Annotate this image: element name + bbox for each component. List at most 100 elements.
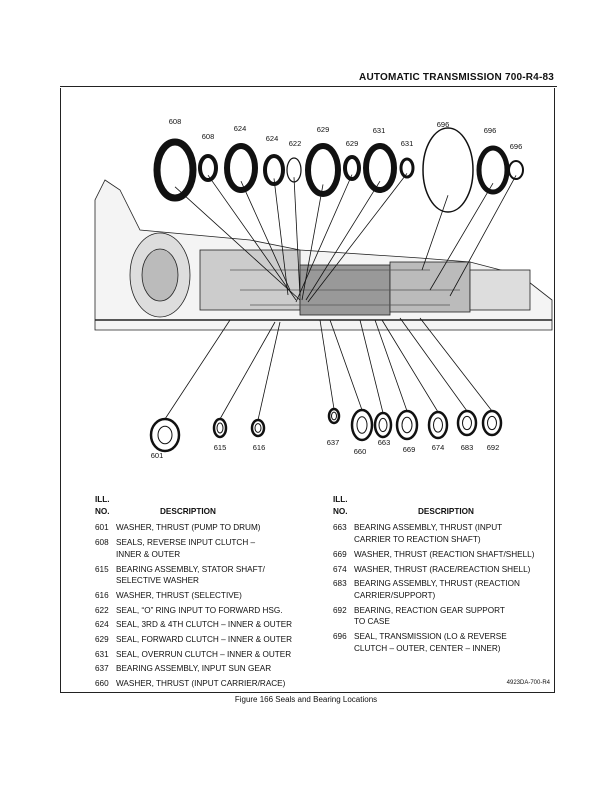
part-number: 629: [95, 635, 109, 645]
callout-label: 660: [354, 447, 367, 456]
part-description: BEARING ASSEMBLY, THRUST (INPUT CARRIER …: [354, 523, 503, 545]
figure-frame: [60, 88, 555, 693]
callout-label: 608: [169, 117, 182, 126]
part-number: 674: [333, 564, 347, 574]
legend-row: 683 BEARING ASSEMBLY, THRUST (REACTION CA…: [333, 578, 558, 601]
leader-line: [207, 174, 297, 301]
leader-line: [429, 182, 494, 291]
part-number: 615: [95, 564, 109, 574]
part-number: 696: [333, 632, 347, 642]
callout-label: 624: [266, 134, 279, 143]
part-number: 692: [333, 605, 347, 615]
seal-ring-631: [363, 143, 397, 193]
seal-ring-629: [305, 143, 341, 197]
callout-label: 692: [487, 443, 500, 452]
leader-line: [240, 181, 291, 291]
part-bore: [401, 416, 413, 434]
legend-row: 601 WASHER, THRUST (PUMP TO DRUM): [95, 522, 335, 534]
seal-ring-629: [343, 155, 361, 181]
part-description: BEARING ASSEMBLY, INPUT SUN GEAR: [116, 664, 272, 674]
part-description: WASHER, THRUST (INPUT CARRIER/RACE): [116, 679, 286, 689]
leader-line: [359, 319, 384, 414]
legend-head-no: NO.: [333, 506, 348, 516]
part-description: WASHER, THRUST (RACE/REACTION SHELL): [354, 564, 531, 574]
part-669: [395, 409, 419, 441]
leader-line: [219, 321, 276, 420]
leader-line: [319, 319, 335, 410]
callout-label: 683: [461, 443, 474, 452]
part-616: [250, 418, 266, 438]
legend-row: 637 BEARING ASSEMBLY, INPUT SUN GEAR: [95, 663, 335, 675]
part-660: [350, 408, 374, 442]
transmission-cross-section: [94, 179, 553, 331]
callout-label: 674: [432, 443, 445, 452]
callout-label: 629: [317, 125, 330, 134]
part-number: 624: [95, 620, 109, 630]
part-number: 663: [333, 523, 347, 533]
part-description: SEAL, TRANSMISSION (LO & REVERSE CLUTCH …: [354, 632, 507, 653]
part-number: 631: [95, 649, 109, 659]
part-bore: [254, 423, 262, 433]
figure-caption: Figure 166 Seals and Bearing Locations: [234, 695, 378, 704]
seal-ring-696: [508, 160, 524, 180]
seal-ring-696: [476, 145, 510, 195]
leader-line: [293, 177, 301, 297]
header-rule: [60, 86, 557, 87]
part-description: BEARING ASSEMBLY, THRUST (REACTION CARRI…: [354, 579, 520, 600]
part-description: SEALS, REVERSE INPUT CLUTCH – INNER & OU…: [116, 538, 256, 559]
part-bore: [216, 422, 224, 434]
leader-line: [174, 186, 301, 301]
leader-line: [449, 175, 517, 297]
part-number: 669: [333, 549, 347, 559]
part-bore: [433, 417, 443, 433]
callout-label: 601: [151, 451, 164, 460]
part-description: SEAL, “O” RING INPUT TO FORWARD HSG.: [116, 605, 283, 615]
callout-label: 663: [378, 438, 391, 447]
callout-label: 669: [403, 445, 416, 454]
part-bore: [462, 415, 472, 431]
legend-row: 629 SEAL, FORWARD CLUTCH – INNER & OUTER: [95, 634, 335, 646]
callout-label: 622: [289, 139, 302, 148]
part-number: 608: [95, 538, 109, 548]
seal-ring-624: [224, 143, 258, 193]
part-description: WASHER, THRUST (PUMP TO DRUM): [116, 523, 261, 533]
seal-ring-631: [399, 157, 415, 179]
part-number: 683: [333, 579, 347, 589]
legend-row: 608 SEALS, REVERSE INPUT CLUTCH – INNER &…: [95, 537, 335, 560]
leader-line: [421, 195, 449, 271]
part-number: 616: [95, 590, 109, 600]
part-bore: [487, 415, 497, 431]
legend-head-desc: DESCRIPTION: [418, 506, 474, 516]
part-692: [481, 409, 503, 437]
leader-line: [295, 174, 353, 303]
part-683: [456, 409, 478, 437]
page-header: AUTOMATIC TRANSMISSION 700-R4-83: [359, 72, 554, 83]
callout-label: 631: [373, 126, 386, 135]
legend-head-ill: ILL.: [333, 495, 348, 504]
leader-line: [374, 319, 408, 412]
part-number: 601: [95, 523, 109, 533]
part-bore: [378, 417, 388, 433]
leader-line: [419, 317, 493, 412]
legend-head-desc: DESCRIPTION: [160, 506, 216, 516]
part-number: 637: [95, 664, 109, 674]
leader-line: [329, 319, 363, 411]
legend-row: 696 SEAL, TRANSMISSION (LO & REVERSE CLUT…: [333, 631, 558, 654]
seal-ring-696: [422, 127, 474, 213]
part-description: SEAL, 3RD & 4TH CLUTCH – INNER & OUTER: [116, 620, 293, 630]
callout-label: 608: [202, 132, 215, 141]
leader-line: [273, 178, 289, 296]
part-615: [212, 417, 228, 439]
seal-ring-624: [263, 154, 285, 186]
legend-head-ill: ILL.: [95, 495, 110, 504]
part-description: SEAL, FORWARD CLUTCH – INNER & OUTER: [116, 635, 293, 645]
leader-line: [307, 173, 408, 303]
callout-label: 624: [234, 124, 247, 133]
